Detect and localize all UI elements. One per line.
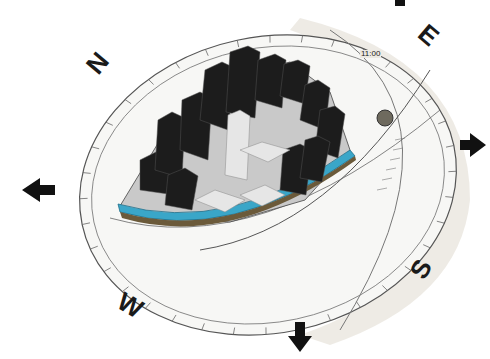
ring-tick [332, 40, 335, 47]
ring-tick [145, 303, 150, 309]
ring-tick [269, 36, 270, 43]
direction-arrow [460, 133, 486, 157]
ring-tick [437, 221, 445, 223]
ring-tick [265, 327, 266, 334]
ring-tick [92, 147, 100, 149]
sun [377, 110, 393, 126]
ring-tick [356, 302, 360, 308]
time-label: 11:00 [360, 50, 381, 58]
direction-arrow [22, 178, 55, 202]
ring-tick [382, 286, 387, 291]
ring-tick [446, 145, 454, 147]
ring-tick [90, 246, 97, 249]
compass-letter: N [81, 47, 113, 78]
hour-ticks [377, 138, 405, 190]
ring-tick [83, 172, 91, 174]
ring-tick [301, 35, 302, 42]
ring-tick [104, 268, 111, 272]
compass-inner-ring [65, 14, 470, 356]
city-buildings [140, 46, 345, 210]
ring-tick [438, 121, 445, 124]
city-buildings-light [195, 110, 290, 212]
ring-tick [82, 223, 90, 225]
ring-tick [386, 62, 391, 68]
ring-tick [448, 171, 456, 172]
ring-tick [328, 314, 331, 320]
ring-tick [205, 49, 208, 55]
direction-arrow [395, 0, 405, 6]
ring-tick [233, 328, 234, 335]
ring-tick [425, 98, 432, 102]
ring-tick [237, 40, 238, 47]
ring-tick [445, 196, 453, 198]
compass-letter: E [414, 19, 444, 50]
ring-tick [423, 245, 430, 248]
ring-tick [172, 315, 176, 321]
ring-tick [176, 62, 180, 68]
ring-tick [202, 323, 205, 330]
direction-arrow [288, 322, 312, 352]
compass-ring [51, 1, 484, 359]
ring-tick [106, 122, 113, 125]
ring-tick [80, 198, 88, 199]
ring-tick [125, 99, 131, 103]
ring-tick [408, 78, 414, 83]
ring-tick [148, 79, 153, 84]
